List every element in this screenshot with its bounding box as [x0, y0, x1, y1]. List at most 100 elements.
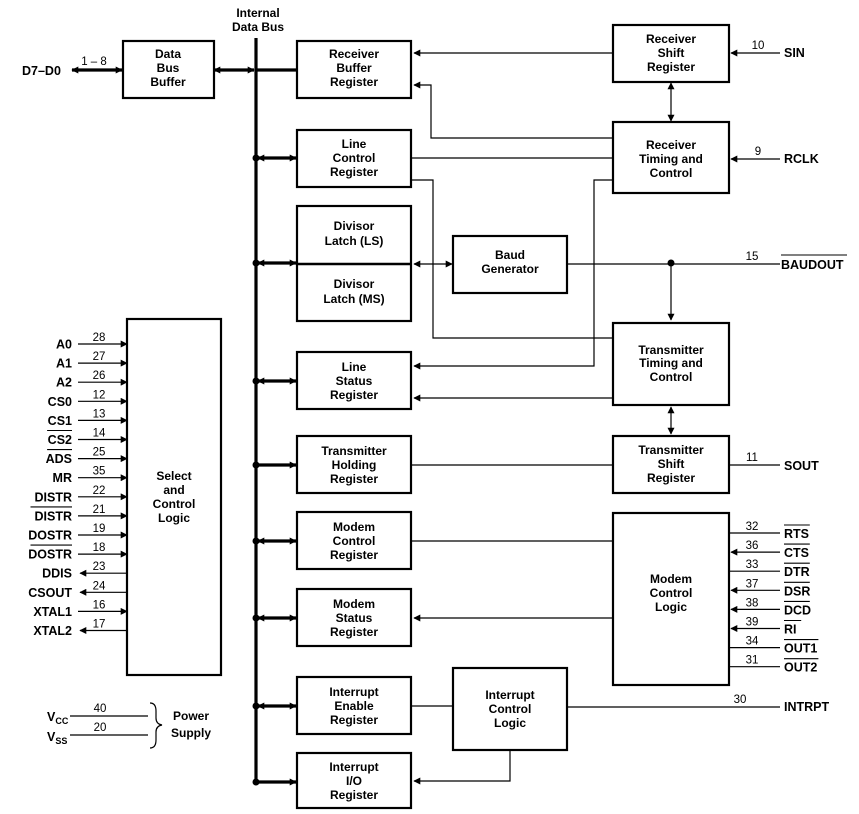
pin-name: ADS: [46, 452, 72, 466]
power-supply-label-1: Power: [173, 709, 209, 723]
svg-text:Shift: Shift: [658, 457, 685, 471]
pin-name: DCD: [784, 603, 811, 617]
modem-control-register-block: Modem Control Register: [295, 510, 413, 571]
svg-text:Register: Register: [330, 75, 378, 89]
svg-text:Select: Select: [156, 469, 191, 483]
vss-pin-number: 20: [94, 722, 107, 734]
pin-name: OUT1: [784, 642, 817, 656]
svg-text:Interrupt: Interrupt: [329, 685, 378, 699]
bus-label-line-1: Internal: [236, 6, 279, 20]
svg-text:Logic: Logic: [655, 600, 687, 614]
power-supply-label-2: Supply: [171, 726, 211, 740]
pin-number: 28: [93, 332, 106, 344]
svg-text:11: 11: [746, 452, 758, 464]
svg-text:Buffer: Buffer: [150, 75, 186, 89]
pin-number: 34: [746, 636, 759, 648]
pin-name: RTS: [784, 527, 809, 541]
svg-text:Logic: Logic: [158, 511, 190, 525]
svg-text:Control: Control: [333, 151, 376, 165]
vcc-label: VCC: [47, 710, 69, 726]
svg-text:Control: Control: [650, 166, 693, 180]
svg-text:Data: Data: [155, 47, 181, 61]
pin-number: 16: [93, 599, 106, 611]
sin-pin: 10 SIN: [752, 40, 805, 60]
pin-name: RI: [784, 623, 797, 637]
pin-number: 36: [746, 540, 759, 552]
data-port-label: D7–D0: [22, 64, 61, 78]
pin-name: DOSTR: [28, 548, 72, 562]
pin-name: DISTR: [35, 509, 73, 523]
svg-text:Register: Register: [330, 472, 378, 486]
vss-label: VSS: [47, 730, 67, 746]
svg-text:Transmitter: Transmitter: [638, 443, 704, 457]
svg-text:Control: Control: [650, 586, 693, 600]
svg-text:SOUT: SOUT: [784, 459, 819, 473]
pin-number: 17: [93, 619, 106, 631]
select-control-logic-block: Select and Control Logic: [125, 317, 223, 677]
pin-name: A2: [56, 376, 72, 390]
svg-text:30: 30: [734, 694, 747, 706]
pin-name: CS2: [48, 433, 72, 447]
bus-label-line-2: Data Bus: [232, 20, 284, 34]
pin-name: OUT2: [784, 661, 817, 675]
svg-text:Register: Register: [330, 713, 378, 727]
receiver-buffer-register-block: Receiver Buffer Register: [295, 39, 413, 100]
pin-number: 13: [93, 408, 106, 420]
svg-text:Control: Control: [333, 534, 376, 548]
data-port-pin-range: 1 – 8: [81, 56, 107, 68]
svg-text:Register: Register: [330, 548, 378, 562]
interrupt-io-register-block: Interrupt I/O Register: [295, 751, 413, 810]
pin-number: 33: [746, 559, 759, 571]
pin-name: CTS: [784, 546, 809, 560]
svg-text:Timing and: Timing and: [639, 356, 703, 370]
svg-text:Logic: Logic: [494, 716, 526, 730]
receiver-shift-register-block: Receiver Shift Register: [611, 23, 731, 84]
svg-text:Bus: Bus: [157, 61, 180, 75]
svg-text:I/O: I/O: [346, 774, 362, 788]
svg-text:15: 15: [746, 251, 759, 263]
divisor-latch-block: Divisor Latch (LS) Divisor Latch (MS): [295, 204, 413, 323]
wiring: [70, 38, 780, 786]
svg-text:Latch (MS): Latch (MS): [323, 292, 384, 306]
pin-name: DISTR: [35, 490, 73, 504]
svg-text:INTRPT: INTRPT: [784, 700, 830, 714]
pin-name: DTR: [784, 565, 810, 579]
svg-text:Interrupt: Interrupt: [485, 688, 534, 702]
pin-a0-28: A0 28: [56, 332, 128, 352]
pin-name: MR: [53, 471, 72, 485]
svg-text:and: and: [163, 483, 184, 497]
power-supply: VCC 40 VSS 20 Power Supply: [47, 703, 211, 746]
pin-number: 24: [93, 580, 106, 592]
pin-number: 38: [746, 597, 759, 609]
transmitter-timing-control-block: Transmitter Timing and Control: [611, 321, 731, 407]
svg-text:Line: Line: [342, 360, 367, 374]
svg-text:Register: Register: [647, 471, 695, 485]
svg-text:Line: Line: [342, 137, 367, 151]
svg-text:Receiver: Receiver: [329, 47, 379, 61]
pin-name: DDIS: [42, 567, 72, 581]
transmitter-holding-register-block: Transmitter Holding Register: [295, 434, 413, 495]
svg-text:Modem: Modem: [333, 520, 375, 534]
svg-text:Register: Register: [330, 625, 378, 639]
svg-text:Control: Control: [489, 702, 532, 716]
pin-name: A0: [56, 338, 72, 352]
rclk-pin: 9 RCLK: [755, 146, 819, 166]
svg-text:Modem: Modem: [333, 597, 375, 611]
